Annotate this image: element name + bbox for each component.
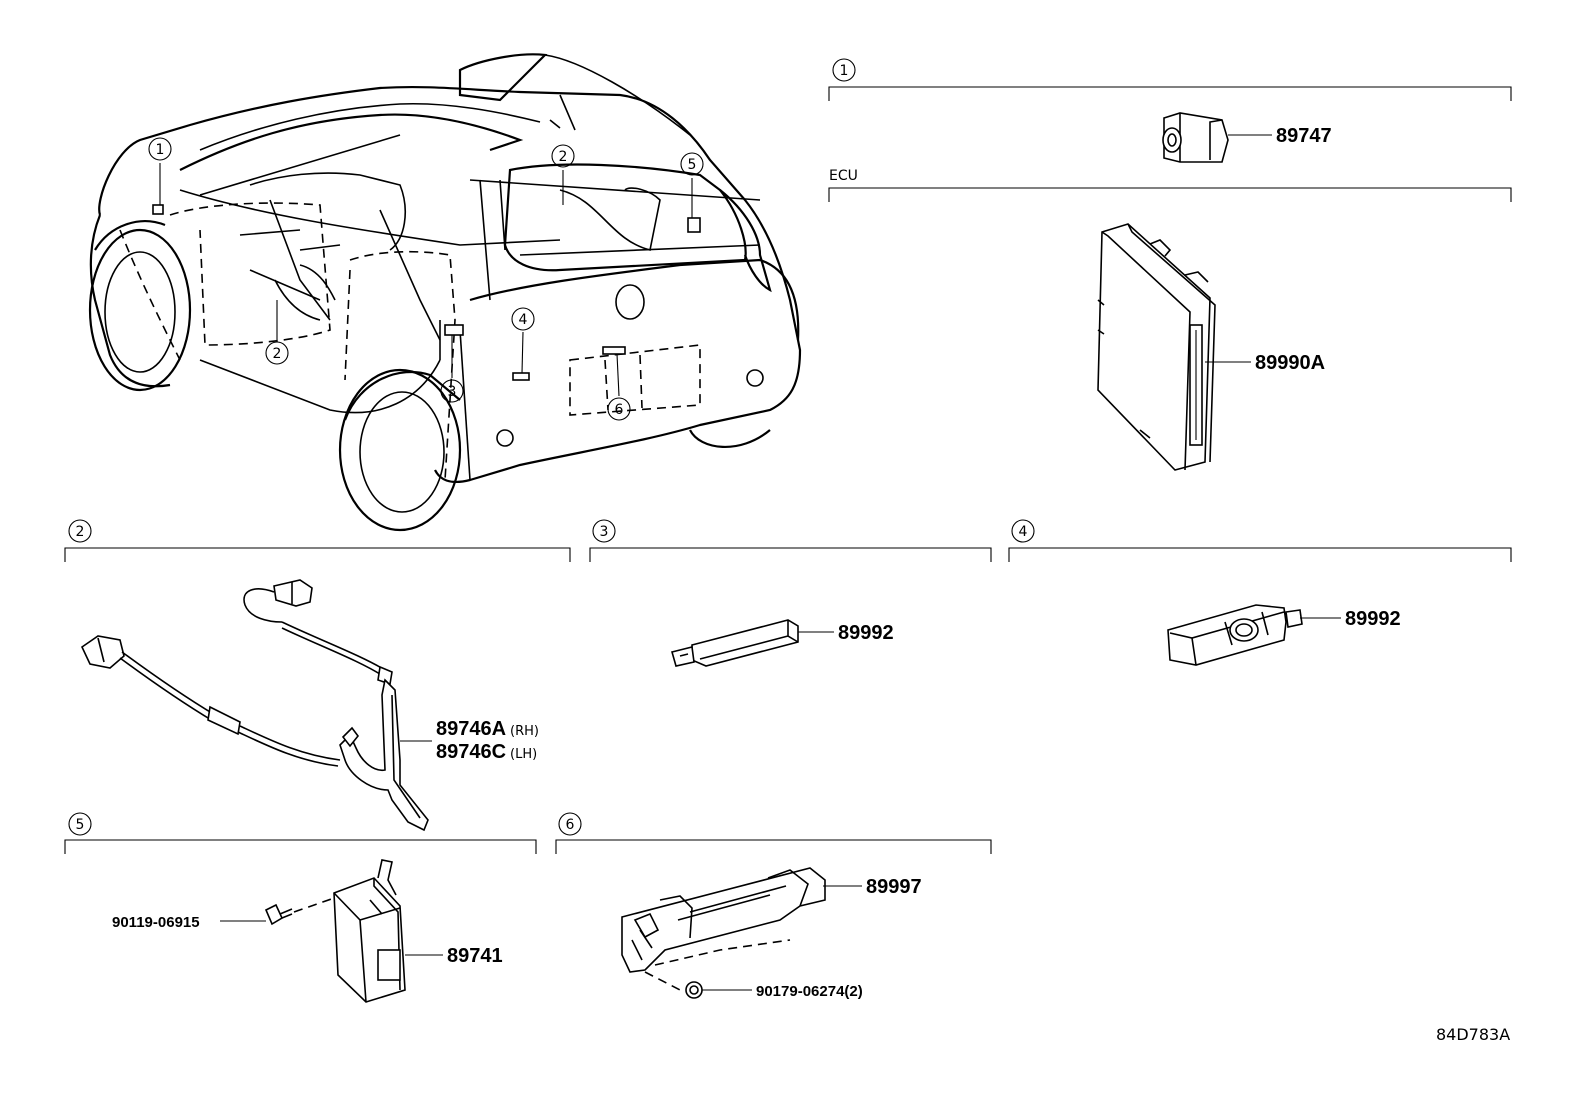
svg-text:(LH): (LH) xyxy=(510,747,537,762)
clip-90179: 90179-06274(2) xyxy=(685,981,863,1000)
svg-text:5: 5 xyxy=(688,157,697,173)
car-callout-2a: 2 xyxy=(551,144,575,168)
svg-text:5: 5 xyxy=(76,817,85,833)
svg-text:3: 3 xyxy=(448,384,457,400)
section-3-header: 3 xyxy=(589,519,992,562)
car-callout-6: 6 xyxy=(607,397,631,421)
section-5-header: 5 xyxy=(64,812,537,854)
svg-text:89992: 89992 xyxy=(838,622,894,644)
svg-text:4: 4 xyxy=(519,312,528,328)
svg-text:1: 1 xyxy=(156,142,165,158)
svg-text:89746C: 89746C xyxy=(436,741,506,763)
svg-text:ECU: ECU xyxy=(829,168,858,184)
svg-text:89746A: 89746A xyxy=(436,718,506,740)
part-89747-camera: 89747 xyxy=(1162,112,1332,163)
part-89992-antenna-block: 89992 xyxy=(1167,604,1401,666)
car-callout-4: 4 xyxy=(511,307,535,331)
svg-text:2: 2 xyxy=(76,524,85,540)
section-2-header: 2 xyxy=(64,519,571,562)
svg-text:89990A: 89990A xyxy=(1255,352,1325,374)
screw-90119: 90119-06915 xyxy=(112,903,293,931)
svg-text:(RH): (RH) xyxy=(510,724,539,739)
svg-text:3: 3 xyxy=(600,524,609,540)
svg-text:2: 2 xyxy=(273,346,282,362)
section-ecu-header: ECU xyxy=(828,168,1512,202)
svg-text:89992: 89992 xyxy=(1345,608,1401,630)
part-89741-receiver: 90119-06915 89741 xyxy=(112,859,503,1003)
car-callout-3: 3 xyxy=(440,379,464,403)
car-callout-2b: 2 xyxy=(265,341,289,365)
section-6-header: 6 xyxy=(555,812,992,854)
part-89746-antenna-cable: 89746A (RH) 89746C (LH) xyxy=(80,579,539,832)
part-89997-antenna-module: 89997 90179-06274(2) xyxy=(621,867,922,1000)
svg-text:1: 1 xyxy=(840,63,849,79)
svg-text:2: 2 xyxy=(559,149,568,165)
diagram-reference-code: 84D783A xyxy=(1436,1025,1510,1044)
svg-text:6: 6 xyxy=(615,402,624,418)
section-4-header: 4 xyxy=(1008,519,1512,562)
svg-text:89747: 89747 xyxy=(1276,125,1332,147)
svg-text:90119-06915: 90119-06915 xyxy=(112,914,200,931)
car-callout-5: 5 xyxy=(680,152,704,176)
svg-text:89741: 89741 xyxy=(447,945,503,967)
part-89992-antenna-rod: 89992 xyxy=(671,619,894,667)
svg-text:4: 4 xyxy=(1019,524,1028,540)
car-callout-1: 1 xyxy=(148,137,172,161)
vehicle-overview: 1 2 5 4 2 3 6 xyxy=(88,53,802,532)
svg-text:89997: 89997 xyxy=(866,876,922,898)
section-1-header: 1 xyxy=(828,58,1512,101)
part-89990a-ecu: 89990A xyxy=(1097,223,1325,471)
svg-text:90179-06274(2): 90179-06274(2) xyxy=(756,983,863,1000)
svg-text:6: 6 xyxy=(566,817,575,833)
